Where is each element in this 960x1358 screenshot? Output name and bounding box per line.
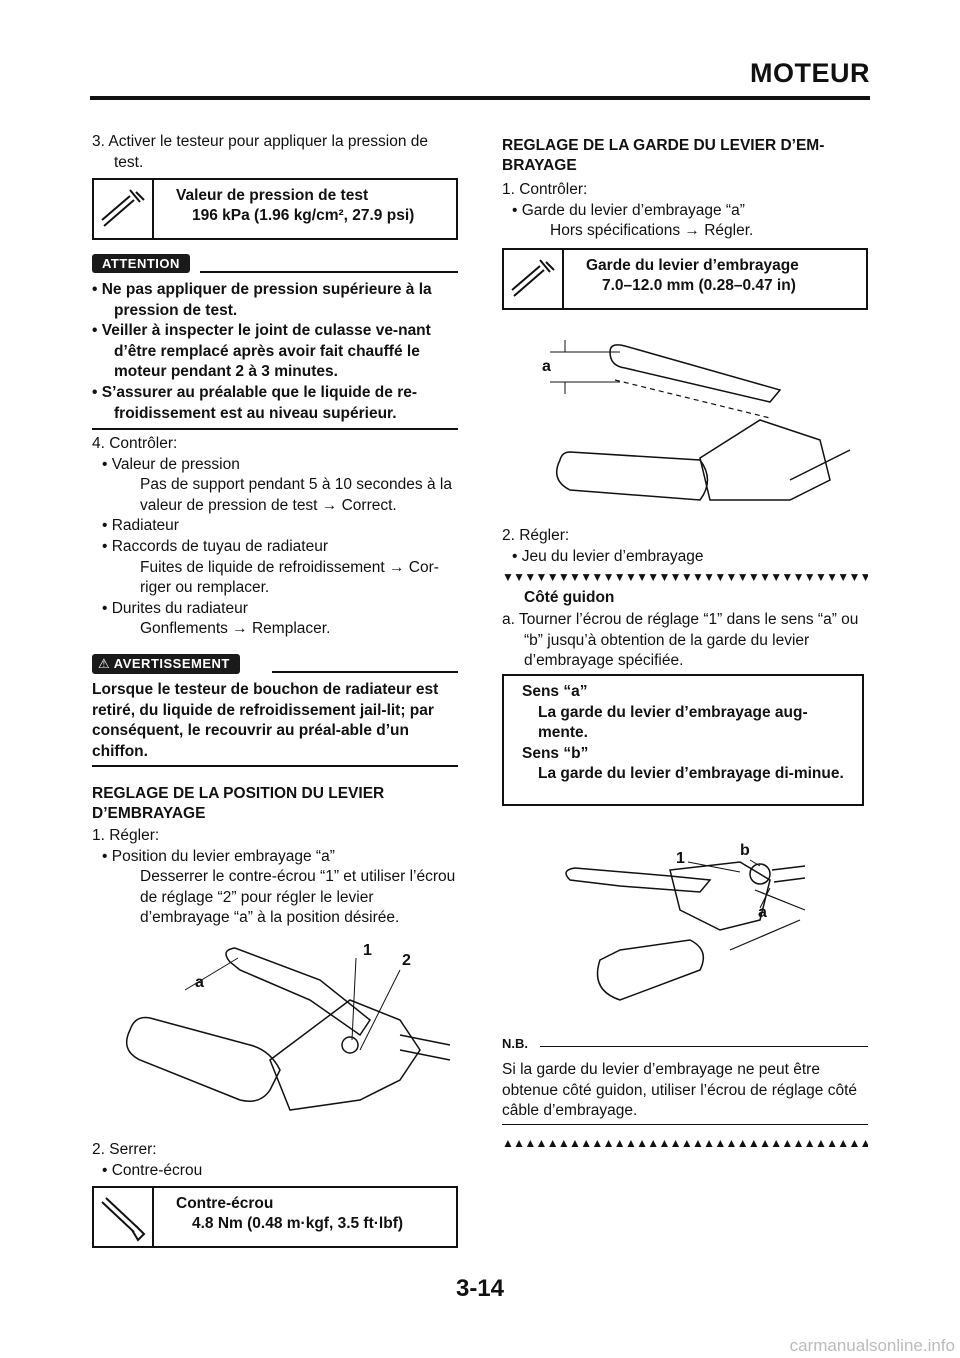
figure-clutch-lever-free-play: a [530, 330, 860, 510]
adjust-step-text: 1. Régler: [92, 827, 160, 844]
check-detail: Hors spécifications → Régler. [550, 222, 754, 240]
header-rule [90, 96, 870, 100]
step-4-text: 4. Contrôler: [92, 435, 178, 452]
right-sub-a: a. Tourner l’écrou de réglage “1” dans l… [502, 610, 868, 672]
warning-rule [272, 671, 458, 673]
step-3-text: 3. Activer le testeur pour appliquer la … [92, 133, 429, 171]
figure-adjusting-nut: 1 b a [560, 840, 810, 1010]
section-title-lever-position: REGLAGE DE LA POSITION DU LEVIER D’EMBRA… [92, 785, 385, 822]
nb-rule [540, 1046, 868, 1047]
direction-a-text: La garde du levier d’embrayage aug-mente… [538, 703, 808, 742]
figure-label-1: 1 [363, 942, 372, 959]
wrench-icon [504, 250, 564, 308]
warning-tag: ⚠ AVERTISSEMENT [92, 654, 240, 674]
warning-label: AVERTISSEMENT [113, 656, 230, 671]
spec-box-lever-free-play: Garde du levier d’embrayage 7.0–12.0 mm … [502, 248, 868, 310]
tighten-bullet: • Contre-écrou [102, 1161, 203, 1179]
figure-label-a: a [195, 974, 204, 991]
left-step-4: 4. Contrôler: • Valeur de pression Pas d… [92, 434, 458, 640]
torque-wrench-icon [94, 1188, 154, 1246]
direction-a-title: Sens “a” [522, 683, 588, 700]
check-bullet: • Garde du levier d’embrayage “a” [512, 201, 745, 219]
spec-value: 4.8 Nm (0.48 m·kgf, 3.5 ft·lbf) [192, 1215, 404, 1232]
figure-label-1: 1 [676, 850, 685, 867]
spec-title: Garde du levier d’embrayage [586, 257, 799, 274]
tighten-step-text: 2. Serrer: [92, 1141, 157, 1158]
caution-item: • Ne pas appliquer de pression supérieur… [92, 281, 432, 319]
figure-label-2: 2 [402, 952, 411, 969]
check-step-text: 1. Contrôler: [502, 181, 588, 198]
check-detail: Pas de support pendant 5 à 10 secondes à… [140, 476, 452, 514]
nb-end-rule [502, 1124, 868, 1125]
spec-box-locknut-torque: Contre-écrou 4.8 Nm (0.48 m·kgf, 3.5 ft·… [92, 1186, 458, 1248]
caution-tag: ATTENTION [92, 254, 190, 273]
caution-item: • S’assurer au préalable que le liquide … [92, 383, 418, 422]
direction-b-text: La garde du levier d’embrayage di-minue. [538, 765, 844, 782]
direction-b-title: Sens “b” [522, 744, 589, 762]
adjust-bullet: • Jeu du levier d’embrayage [512, 547, 704, 565]
check-bullet: • Raccords de tuyau de radiateur [102, 537, 328, 555]
check-detail: Gonflements → Remplacer. [140, 620, 331, 638]
right-adjust: 2. Régler: • Jeu du levier d’embrayage [502, 526, 868, 567]
page-header-title: MOTEUR [750, 58, 870, 88]
wrench-icon [94, 180, 154, 238]
footer-watermark: carmanualsonline.info [789, 1336, 955, 1355]
procedure-start-marker: ▼▼▼▼▼▼▼▼▼▼▼▼▼▼▼▼▼▼▼▼▼▼▼▼▼▼▼▼▼▼▼▼▼▼ [502, 570, 868, 584]
page-number: 3-14 [455, 1275, 505, 1302]
nb-tag: N.B. [502, 1036, 528, 1051]
warning-icon: ⚠ [98, 656, 114, 671]
check-bullet: • Radiateur [102, 517, 179, 535]
spec-title: Valeur de pression de test [176, 187, 369, 204]
left-adjust: 1. Régler: • Position du levier embrayag… [92, 826, 458, 929]
spec-title: Contre-écrou [176, 1195, 274, 1212]
sub-step-a-text: a. Tourner l’écrou de réglage “1” dans l… [502, 611, 859, 670]
nb-text: Si la garde du levier d’embrayage ne peu… [502, 1061, 858, 1120]
adjust-step-text: 2. Régler: [502, 527, 570, 544]
section-title-lever-free-play: REGLAGE DE LA GARDE DU LEVIER D’EM-BRAYA… [502, 137, 825, 174]
adjust-detail: Desserrer le contre-écrou “1” et utilise… [140, 868, 456, 927]
warning-text: Lorsque le testeur de bouchon de radiate… [92, 681, 439, 760]
spec-value: 7.0–12.0 mm (0.28–0.47 in) [602, 277, 796, 294]
right-check: 1. Contrôler: • Garde du levier d’embray… [502, 180, 868, 242]
figure-label-a: a [542, 358, 551, 375]
caution-item: • Veiller à inspecter le joint de culass… [92, 322, 431, 381]
check-bullet: • Valeur de pression [102, 455, 240, 473]
figure-label-b: b [740, 842, 750, 859]
spec-value: 196 kPa (1.96 kg/cm², 27.9 psi) [192, 207, 415, 224]
caution-label: ATTENTION [92, 254, 190, 273]
warning-label-box: ⚠ AVERTISSEMENT [92, 654, 240, 674]
caution-end-rule [92, 428, 458, 430]
warning-end-rule [92, 765, 458, 767]
procedure-end-marker: ▲▲▲▲▲▲▲▲▲▲▲▲▲▲▲▲▲▲▲▲▲▲▲▲▲▲▲▲▲▲▲▲▲▲ [502, 1136, 868, 1150]
left-step-3: 3. Activer le testeur pour appliquer la … [92, 132, 458, 173]
figure-label-a: a [758, 904, 767, 921]
adjust-bullet: • Position du levier embrayage “a” [102, 847, 335, 865]
left-tighten: 2. Serrer: • Contre-écrou [92, 1140, 458, 1181]
caution-rule [200, 271, 458, 273]
check-detail: Fuites de liquide de refroidissement → C… [140, 558, 439, 597]
check-bullet: • Durites du radiateur [102, 599, 248, 617]
side-title: Côté guidon [524, 589, 615, 606]
spec-box-test-pressure: Valeur de pression de test 196 kPa (1.96… [92, 178, 458, 240]
figure-clutch-lever-position: a 1 2 [120, 940, 460, 1140]
direction-box: Sens “a” La garde du levier d’embrayage … [502, 674, 864, 806]
caution-list: • Ne pas appliquer de pression supérieur… [92, 280, 458, 424]
